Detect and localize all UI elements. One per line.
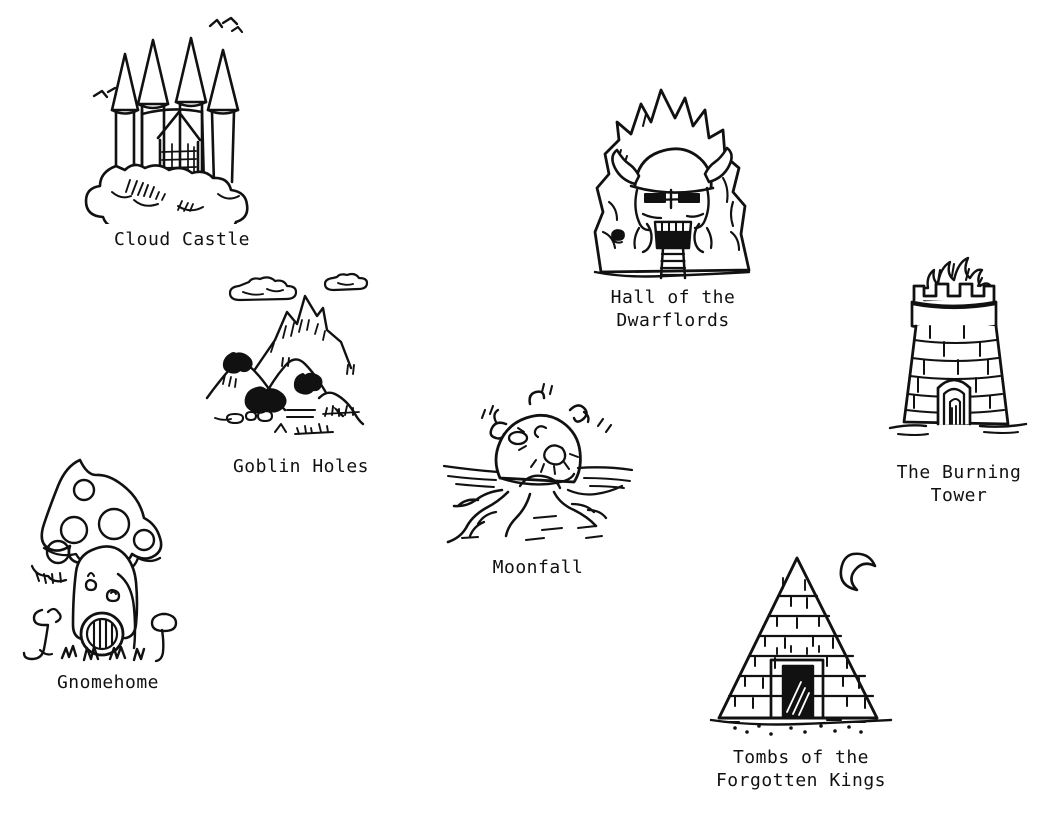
landmark-gnomehome[interactable]: Gnomehome [8, 452, 208, 694]
pyramid-tomb-icon [709, 552, 893, 736]
landmark-label-gnomehome: Gnomehome [56, 672, 160, 693]
landmark-label-hall-of-the-dwarflords: Hall of the Dwarflords [610, 287, 736, 332]
landmark-goblin-holes[interactable]: Goblin Holes [196, 256, 406, 478]
mountains-with-caves-icon [205, 272, 369, 435]
landmark-the-burning-tower[interactable]: The Burning Tower [874, 252, 1044, 507]
landmark-cloud-castle[interactable]: Cloud Castle [42, 14, 322, 251]
mushroom-house-icon [22, 458, 178, 663]
landmark-label-cloud-castle: Cloud Castle [113, 229, 251, 250]
landmark-label-goblin-holes: Goblin Holes [232, 456, 370, 477]
burning-tower-icon [888, 256, 1028, 436]
landmark-moonfall[interactable]: Moonfall [428, 382, 648, 579]
castle-on-cloud-icon [84, 16, 249, 224]
landmark-tombs-of-the-forgotten-kings[interactable]: Tombs of the Forgotten Kings [686, 532, 916, 792]
landmark-hall-of-the-dwarflords[interactable]: Hall of the Dwarflords [568, 82, 778, 332]
fallen-moon-crater-icon [442, 382, 634, 544]
landmark-label-the-burning-tower: The Burning Tower [896, 462, 1022, 507]
landmark-label-tombs-of-the-forgotten-kings: Tombs of the Forgotten Kings [715, 747, 887, 792]
landmark-label-moonfall: Moonfall [492, 557, 584, 578]
dwarf-face-mountain-icon [593, 88, 751, 280]
